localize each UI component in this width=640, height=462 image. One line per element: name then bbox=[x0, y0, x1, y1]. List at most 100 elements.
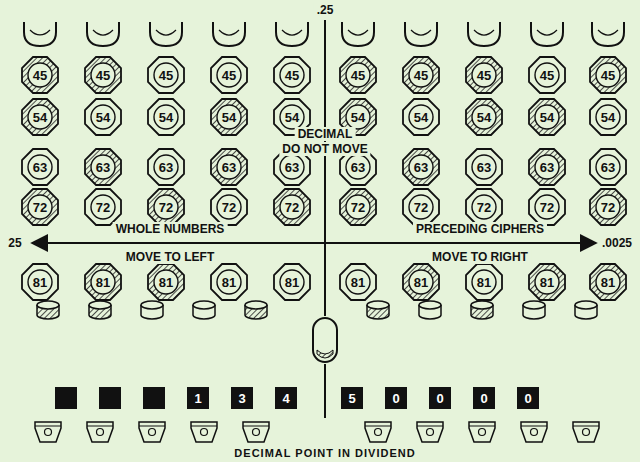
key-octagon bbox=[590, 189, 626, 225]
dial-holder-pin bbox=[479, 429, 486, 436]
key-number: 54 bbox=[96, 110, 110, 125]
dial-holder bbox=[139, 422, 165, 442]
dial-holder-rim bbox=[191, 426, 217, 427]
key-octagon bbox=[590, 264, 626, 300]
key-number: 72 bbox=[159, 200, 173, 215]
number-key: 63 bbox=[528, 148, 566, 186]
number-key: 81 bbox=[210, 263, 248, 301]
cut-key bbox=[276, 22, 308, 46]
key-number: 1 bbox=[194, 391, 201, 406]
key-number: 63 bbox=[222, 160, 236, 175]
key-face bbox=[409, 105, 433, 129]
key-octagon bbox=[403, 149, 439, 185]
scale-label: WHOLE NUMBERS bbox=[113, 222, 228, 236]
number-key: 72 bbox=[210, 188, 248, 226]
number-key: 63 bbox=[402, 148, 440, 186]
key-octagon bbox=[85, 99, 121, 135]
cut-key-rim bbox=[30, 30, 50, 35]
dial-holder bbox=[521, 422, 547, 442]
key-number: 63 bbox=[414, 160, 428, 175]
cut-key bbox=[24, 22, 56, 46]
key-octagon bbox=[590, 149, 626, 185]
key-face bbox=[154, 270, 178, 294]
key-number: 54 bbox=[477, 110, 491, 125]
key-number: 4 bbox=[282, 391, 289, 406]
number-key: 54 bbox=[147, 98, 185, 136]
key-face bbox=[154, 105, 178, 129]
key-face bbox=[154, 195, 178, 219]
key-number: 45 bbox=[96, 68, 110, 83]
key-octagon bbox=[211, 264, 247, 300]
counter-wheel-top bbox=[471, 301, 493, 309]
direction-arrow bbox=[32, 242, 596, 244]
key-number: 63 bbox=[540, 160, 554, 175]
dial-holder-pin bbox=[583, 429, 590, 436]
key-face bbox=[28, 105, 52, 129]
key-face bbox=[280, 155, 304, 179]
key-face bbox=[28, 155, 52, 179]
scale-label: MOVE TO LEFT bbox=[123, 250, 217, 264]
dial-holder bbox=[469, 422, 495, 442]
key-number: 72 bbox=[96, 200, 110, 215]
counter-wheel-top bbox=[419, 301, 441, 309]
counter-wheel-top bbox=[367, 301, 389, 309]
dial-holder bbox=[191, 422, 217, 442]
key-face bbox=[596, 63, 620, 87]
dial-holder-rim bbox=[35, 426, 61, 427]
key-octagon bbox=[85, 57, 121, 93]
cut-key-rim bbox=[474, 30, 494, 35]
key-face bbox=[217, 63, 241, 87]
key-octagon bbox=[211, 189, 247, 225]
cut-key-rim bbox=[537, 30, 557, 35]
register-dial-blank bbox=[99, 387, 121, 409]
dial-holder bbox=[35, 422, 61, 442]
number-key: 63 bbox=[147, 148, 185, 186]
key-octagon bbox=[22, 264, 58, 300]
register-dial-blank bbox=[143, 387, 165, 409]
number-key: 54 bbox=[402, 98, 440, 136]
key-face bbox=[535, 195, 559, 219]
key-face bbox=[535, 105, 559, 129]
number-key: 45 bbox=[273, 56, 311, 94]
cut-key-rim bbox=[156, 30, 176, 35]
number-key: 45 bbox=[465, 56, 503, 94]
key-face bbox=[346, 270, 370, 294]
key-face bbox=[28, 195, 52, 219]
cut-key bbox=[592, 22, 624, 46]
key-face bbox=[409, 270, 433, 294]
dial-holder-rim bbox=[469, 426, 495, 427]
counter-wheel-top bbox=[89, 301, 111, 309]
key-number: 45 bbox=[351, 68, 365, 83]
key-octagon bbox=[274, 189, 310, 225]
dial-holder-pin bbox=[201, 429, 208, 436]
key-number: 0 bbox=[480, 391, 487, 406]
key-octagon bbox=[274, 264, 310, 300]
key-number: 45 bbox=[285, 68, 299, 83]
dial-holder-pin bbox=[149, 429, 156, 436]
key-octagon bbox=[148, 149, 184, 185]
dial-holder-pin bbox=[427, 429, 434, 436]
key-number: 81 bbox=[33, 275, 47, 290]
cut-key bbox=[468, 22, 500, 46]
key-number: 81 bbox=[159, 275, 173, 290]
counter-wheel-top bbox=[245, 301, 267, 309]
number-key: 45 bbox=[589, 56, 627, 94]
key-number: 63 bbox=[33, 160, 47, 175]
key-octagon bbox=[529, 99, 565, 135]
register-dial: 3 bbox=[231, 387, 253, 409]
number-key: 81 bbox=[21, 263, 59, 301]
key-number: 72 bbox=[33, 200, 47, 215]
key-face bbox=[280, 63, 304, 87]
key-face bbox=[280, 105, 304, 129]
key-octagon bbox=[466, 189, 502, 225]
register-dial: 4 bbox=[275, 387, 297, 409]
number-key: 63 bbox=[84, 148, 122, 186]
key-number: 81 bbox=[414, 275, 428, 290]
cut-key-rim bbox=[219, 30, 239, 35]
cut-key-rim bbox=[348, 30, 368, 35]
number-key: 63 bbox=[589, 148, 627, 186]
key-octagon bbox=[403, 264, 439, 300]
key-face bbox=[217, 270, 241, 294]
number-key: 81 bbox=[147, 263, 185, 301]
key-number: 72 bbox=[477, 200, 491, 215]
